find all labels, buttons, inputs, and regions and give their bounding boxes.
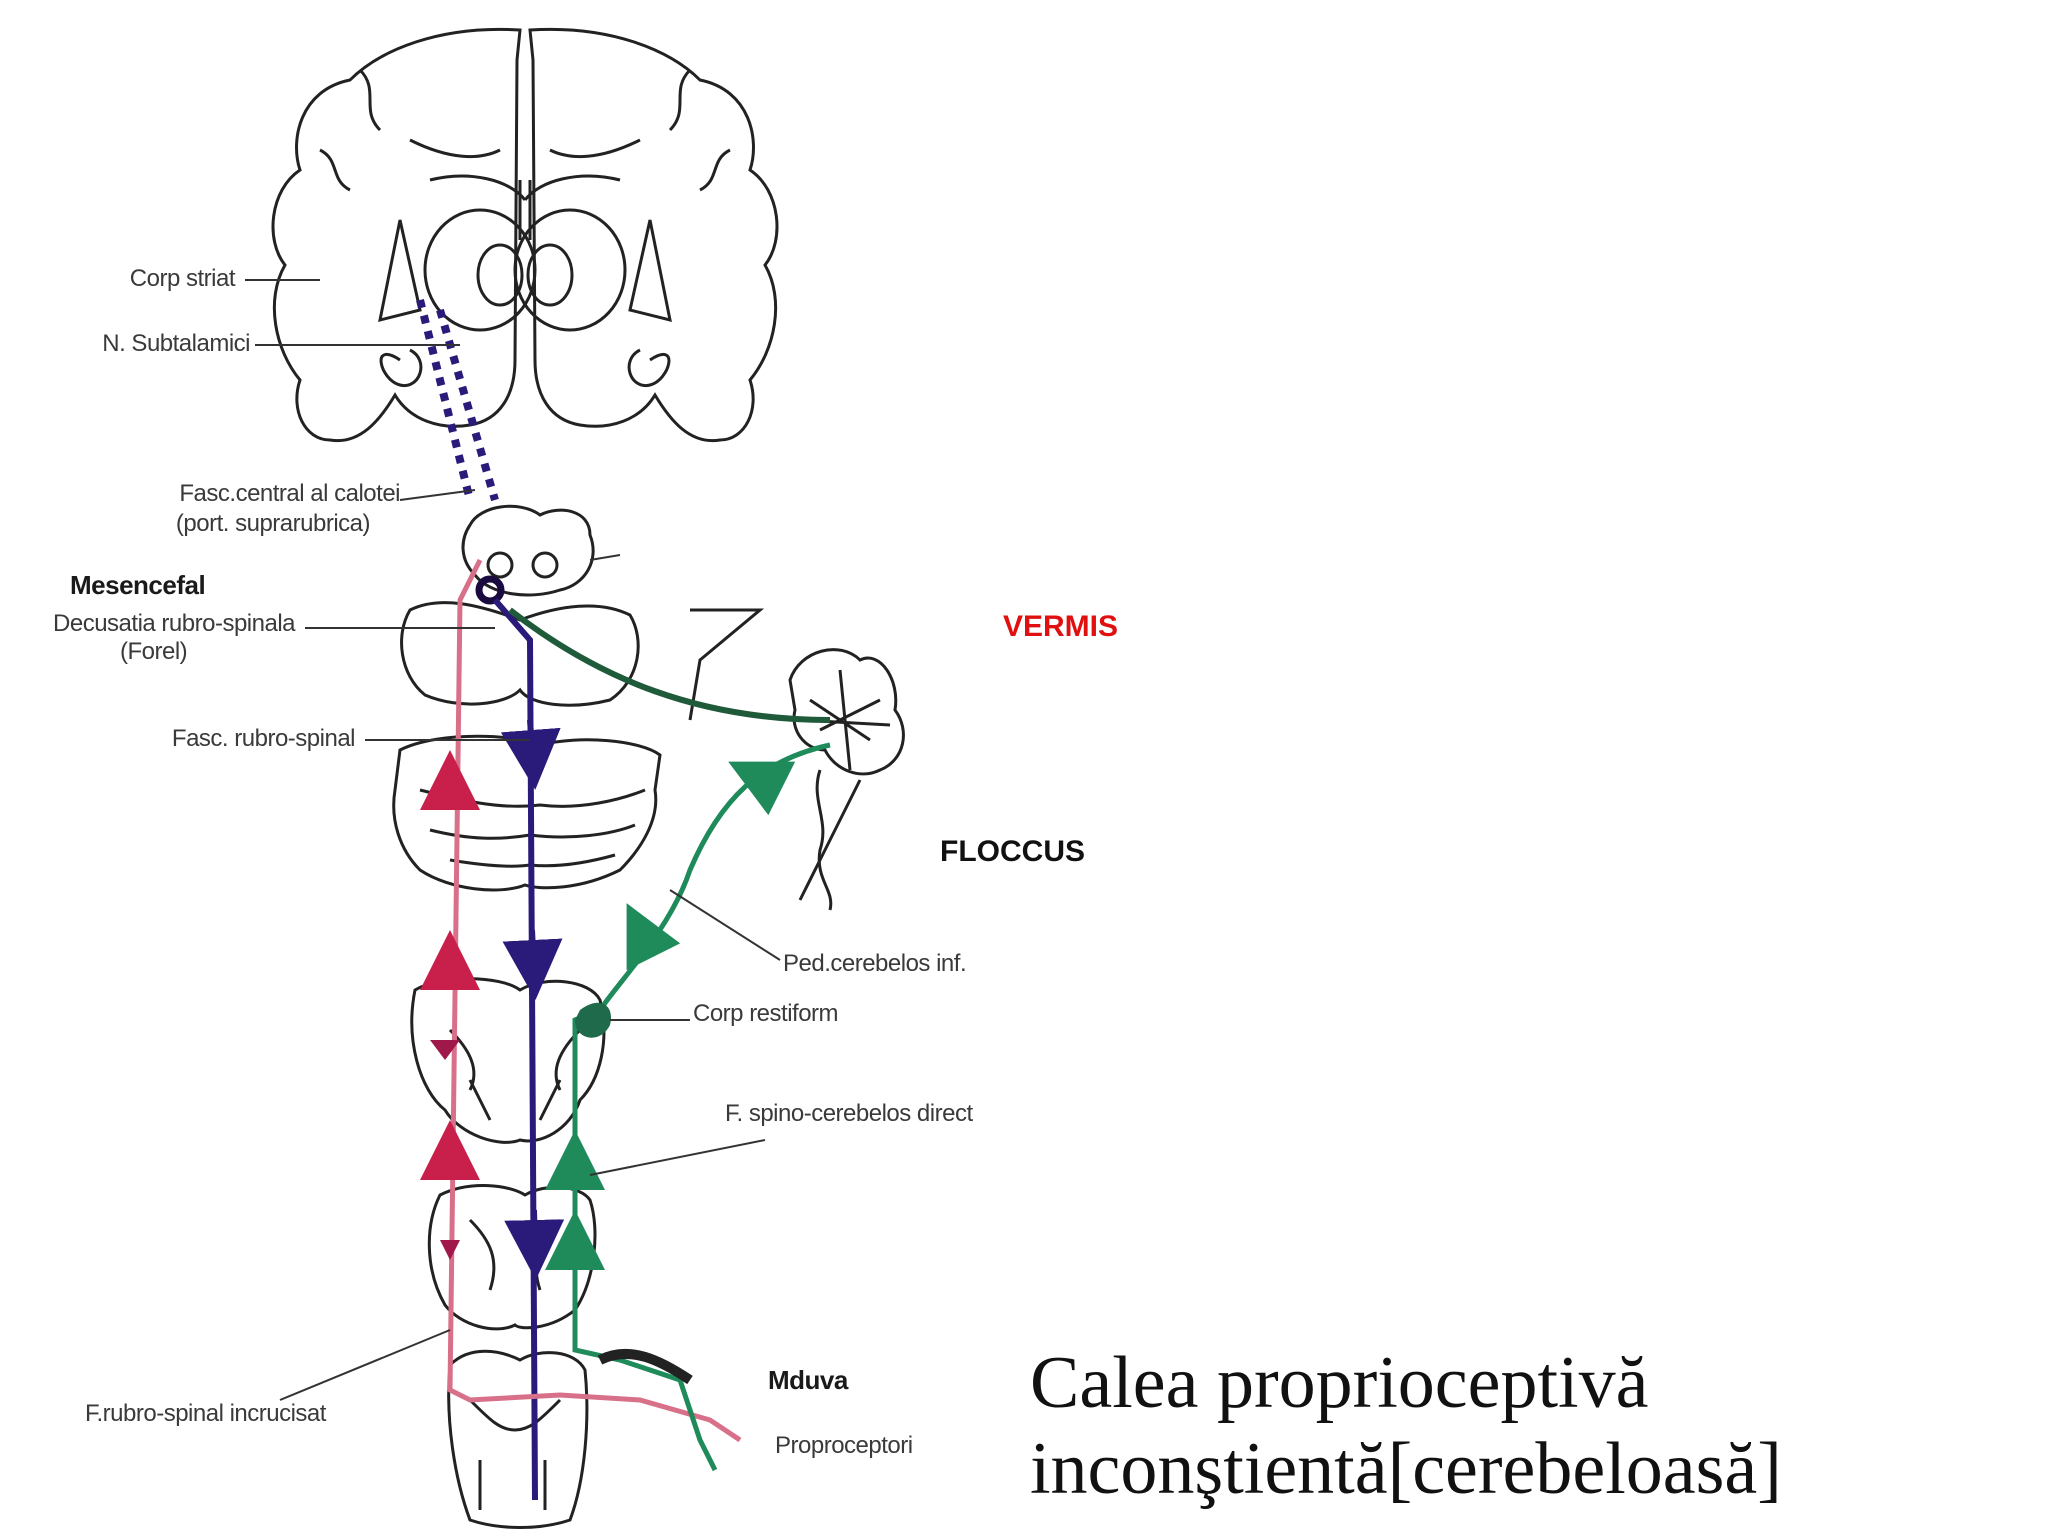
label-port-suprarubrica: (port. suprarubrica) [175, 510, 371, 537]
page-title: Calea proprioceptivă inconştientă[cerebe… [1030, 1340, 1782, 1512]
label-ped-cerebelos-inf: Ped.cerebelos inf. [783, 950, 967, 977]
title-line-2: inconştientă[cerebeloasă] [1030, 1428, 1782, 1510]
pons-section [392, 734, 662, 892]
label-fasc-central: Fasc.central al calotei [179, 480, 400, 507]
label-f-spino-cerebelos-direct: F. spino-cerebelos direct [725, 1100, 973, 1127]
label-proprioceptori: Proproceptori [775, 1432, 913, 1459]
label-forel: (Forel) [120, 638, 188, 665]
leader-lines [245, 279, 781, 1401]
midbrain-section [400, 504, 640, 707]
title-line-1: Calea proprioceptivă [1030, 1342, 1649, 1424]
label-fasc-rubro-spinal: Fasc. rubro-spinal [171, 725, 356, 752]
lower-spinal-section [447, 1349, 589, 1529]
label-f-rubro-spinal-incrucisat: F.rubro-spinal incrucisat [85, 1400, 326, 1427]
green-tract [508, 607, 831, 1472]
red-tract [420, 558, 742, 1443]
label-corp-restiform: Corp restiform [693, 1000, 839, 1027]
label-mduva: Mduva [768, 1365, 848, 1395]
label-mesencefal: Mesencefal [70, 570, 206, 600]
label-n-subtalamici: N. Subtalamici [102, 330, 250, 357]
label-corp-striat: Corp striat [129, 265, 236, 292]
blue-tract [416, 299, 565, 1501]
brain-coronal-section [271, 27, 779, 443]
cerebellum [688, 608, 905, 911]
label-floccus: FLOCCUS [940, 835, 1085, 868]
label-decusatia: Decusatia rubro-spinala [53, 610, 295, 637]
label-vermis: VERMIS [1003, 610, 1119, 643]
